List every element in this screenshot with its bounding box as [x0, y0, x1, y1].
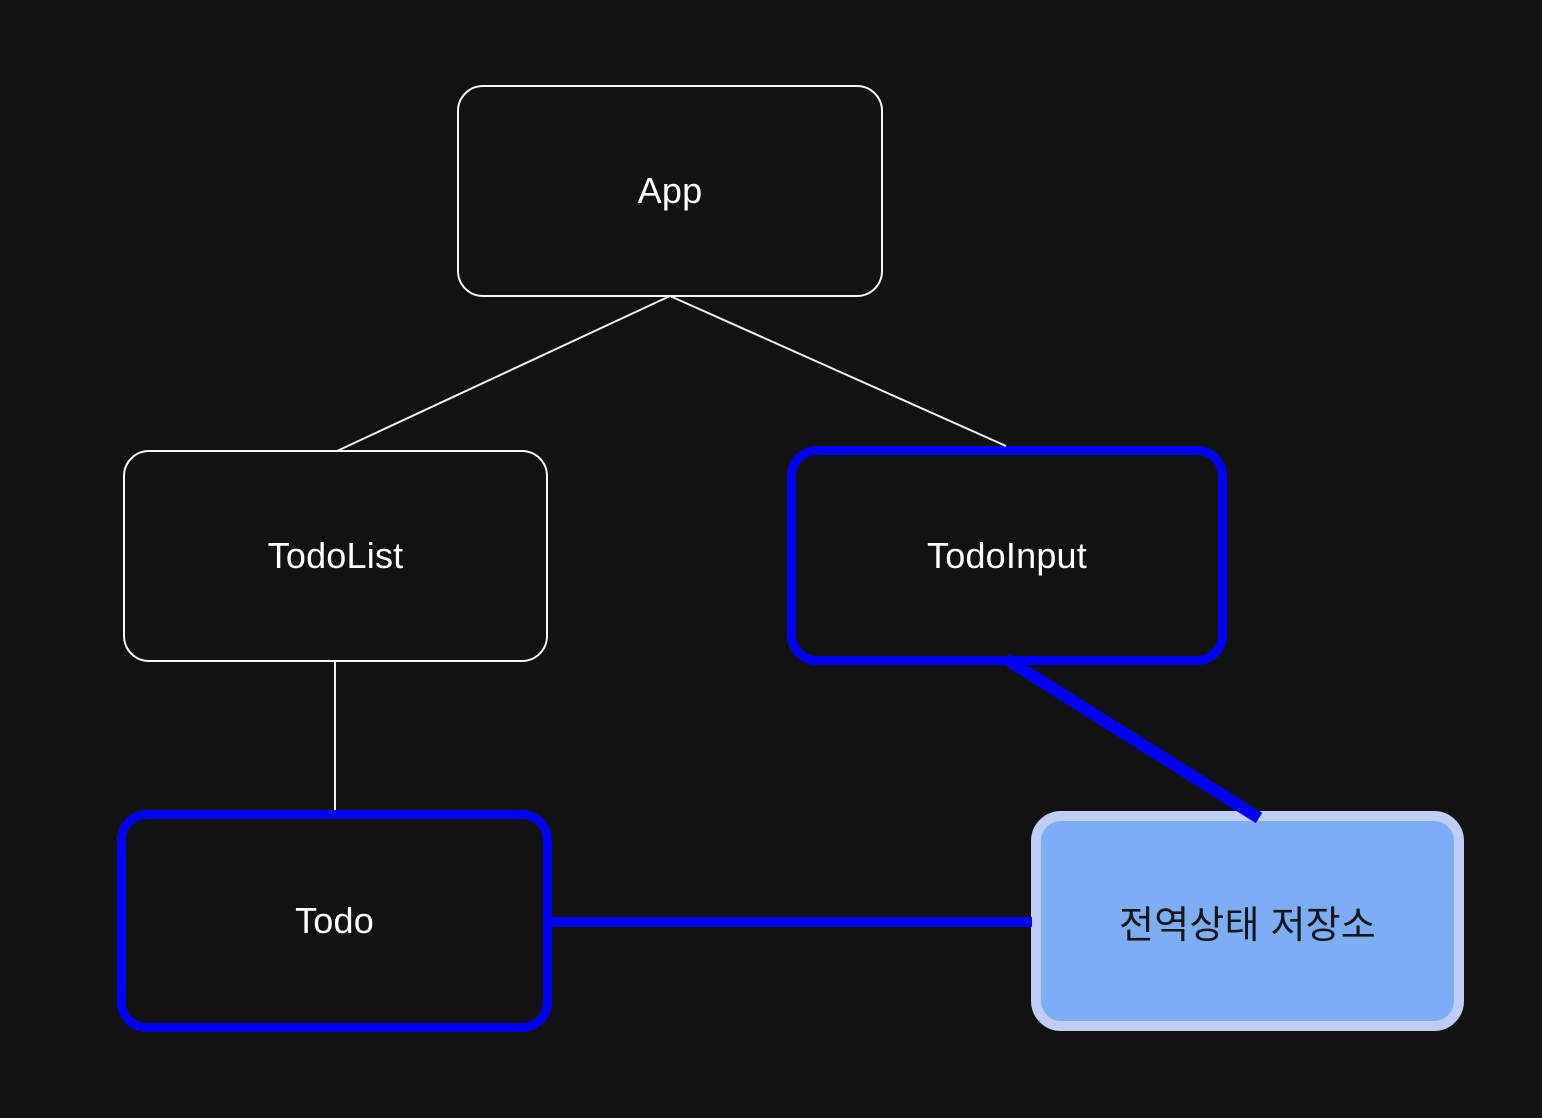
node-todo: Todo [117, 810, 552, 1032]
node-todolist-label: TodoList [267, 535, 404, 576]
edge-app-todoinput [669, 295, 1007, 447]
node-app: App [457, 85, 883, 297]
edge-todoinput-store [1002, 653, 1263, 824]
node-global-state-store: 전역상태 저장소 [1031, 811, 1464, 1031]
node-todoinput-label: TodoInput [927, 534, 1087, 576]
node-todolist: TodoList [123, 450, 548, 662]
node-todo-label: Todo [295, 900, 374, 941]
node-global-state-store-label: 전역상태 저장소 [1119, 904, 1376, 947]
node-app-label: App [637, 170, 703, 211]
node-todoinput: TodoInput [787, 446, 1227, 665]
edge-app-todolist [336, 295, 671, 452]
